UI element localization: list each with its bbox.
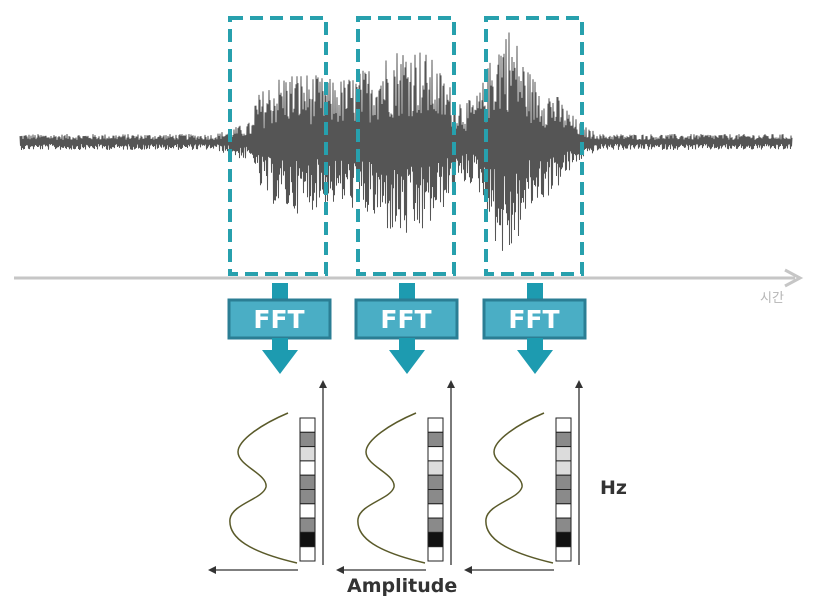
- amplitude-axis-label: Amplitude: [347, 575, 457, 597]
- spectrum-bin-3-2: [555, 431, 572, 448]
- spectrum-bin-1-1: [299, 417, 316, 433]
- frequency-axis-label: Hz: [600, 477, 627, 499]
- spectrum-bin-3-9: [555, 531, 572, 548]
- analysis-windows: [228, 16, 584, 276]
- spectrum-bin-1-2: [299, 431, 316, 448]
- spectrum-bin-3-1: [555, 417, 572, 433]
- frequency-axis-arrowhead-2: [447, 380, 455, 388]
- frequency-axis-arrowhead-1: [319, 380, 327, 388]
- time-axis-label: 시간: [760, 291, 784, 306]
- spectrum-bin-2-8: [427, 517, 444, 533]
- spectrum-bin-1-10: [299, 546, 316, 562]
- fft-arrow-head-3: [517, 350, 553, 374]
- spectrum-bin-1-5: [299, 474, 316, 491]
- spectrum-bin-1-4: [299, 460, 316, 476]
- analysis-window-3: [484, 16, 584, 276]
- spectrum-bin-3-4: [555, 460, 572, 476]
- fft-label-1: FFT: [253, 305, 304, 334]
- fft-arrow-stem-top-1: [272, 283, 288, 303]
- fft-block-3: FFT: [482, 283, 587, 374]
- spectrum-panel-1: [208, 380, 327, 574]
- fft-arrow-stem-top-2: [399, 283, 415, 303]
- spectrum-curve-1: [229, 412, 298, 564]
- spectrum-panels: [208, 380, 583, 574]
- spectrum-bin-2-2: [427, 431, 444, 448]
- spectrum-bin-2-7: [427, 503, 444, 519]
- spectrum-bin-2-5: [427, 474, 444, 491]
- fft-block-1: FFT: [227, 283, 332, 374]
- spectrum-bin-3-7: [555, 503, 572, 519]
- spectrum-bin-3-3: [555, 446, 572, 462]
- fft-label-2: FFT: [380, 305, 431, 334]
- spectrum-curve-2: [357, 412, 426, 564]
- spectrum-bin-1-3: [299, 446, 316, 462]
- spectrum-bin-2-3: [427, 446, 444, 462]
- spectrum-bin-1-6: [299, 489, 316, 505]
- spectrum-bin-2-1: [427, 417, 444, 433]
- spectrum-bin-1-9: [299, 531, 316, 548]
- spectrum-bin-3-6: [555, 489, 572, 505]
- fft-label-3: FFT: [508, 305, 559, 334]
- amplitude-axis-arrowhead-3: [464, 566, 472, 574]
- fft-arrow-head-2: [389, 350, 425, 374]
- amplitude-axis-arrowhead-1: [208, 566, 216, 574]
- audio-waveform: [19, 32, 793, 251]
- fft-arrow-stem-bottom-3: [527, 338, 543, 352]
- analysis-window-1: [228, 16, 328, 276]
- spectrum-panel-2: [336, 380, 455, 574]
- spectrum-bin-3-5: [555, 474, 572, 491]
- fft-block-2: FFT: [354, 283, 459, 374]
- spectrum-bin-1-8: [299, 517, 316, 533]
- spectrum-bin-2-6: [427, 489, 444, 505]
- spectrum-bin-2-10: [427, 546, 444, 562]
- fft-arrow-stem-bottom-1: [272, 338, 288, 352]
- time-axis: 시간: [14, 268, 804, 306]
- spectrum-bin-2-4: [427, 460, 444, 476]
- fft-arrow-head-1: [262, 350, 298, 374]
- spectrum-bin-3-8: [555, 517, 572, 533]
- analysis-window-2: [356, 16, 456, 276]
- frequency-axis-arrowhead-3: [575, 380, 583, 388]
- spectrum-bin-1-7: [299, 503, 316, 519]
- spectrum-panel-3: [464, 380, 583, 574]
- fft-arrow-stem-top-3: [527, 283, 543, 303]
- fft-box-2: [354, 298, 459, 340]
- amplitude-axis-arrowhead-2: [336, 566, 344, 574]
- waveform-trace: [19, 32, 793, 251]
- spectrum-curve-3: [485, 412, 554, 564]
- spectrum-bin-2-9: [427, 531, 444, 548]
- spectrum-bin-3-10: [555, 546, 572, 562]
- fft-arrow-stem-bottom-2: [399, 338, 415, 352]
- time-axis-arrowhead: [784, 268, 804, 288]
